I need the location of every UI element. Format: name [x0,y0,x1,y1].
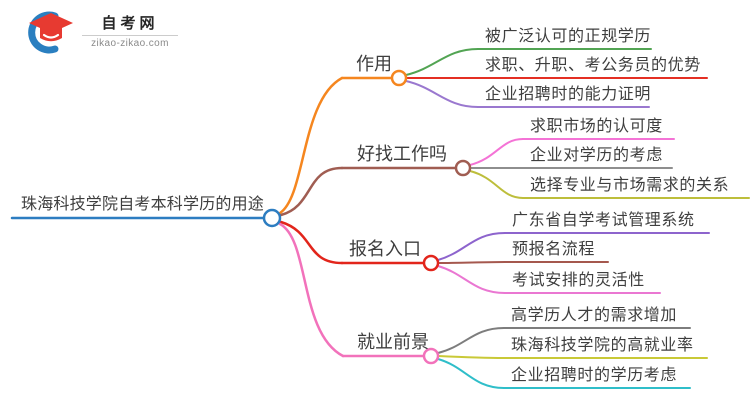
branch-curve-1 [279,166,344,217]
leaf-label-3-1: 珠海科技学院的高就业率 [511,337,694,354]
leaf-label-1-2: 选择专业与市场需求的关系 [530,177,730,194]
leaf-label-0-2: 企业招聘时的能力证明 [485,86,652,103]
leaf-label-2-2: 考试安排的灵活性 [512,272,645,289]
leaf-curve-0-0 [405,48,479,76]
logo-title: 自考网 [101,15,159,32]
graduation-cap-logo-icon [28,11,73,54]
branch-label-2: 报名入口 [349,239,421,259]
leaf-label-0-0: 被广泛认可的正规学历 [485,28,652,45]
logo-divider [82,35,178,36]
leaf-label-1-1: 企业对学历的考虑 [530,147,663,164]
branch-node-circle-0[interactable] [390,69,408,87]
branch-label-1: 好找工作吗 [357,144,447,164]
logo-text-block: 自考网 zikao-zikao.com [82,15,178,49]
branch-curve-0 [278,76,344,215]
leaf-label-3-2: 企业招聘时的学历考虑 [511,367,678,384]
leaf-curve-2-0 [437,232,506,261]
site-logo[interactable]: 自考网 zikao-zikao.com [24,8,178,56]
leaf-curve-1-2 [469,170,524,199]
mindmap-root-label: 珠海科技学院自考本科学历的用途 [21,196,265,213]
leaf-label-0-1: 求职、升职、考公务员的优势 [485,57,701,74]
leaf-curve-2-1 [437,261,506,264]
leaf-curve-1-0 [469,138,524,166]
branch-curve-3 [278,222,345,358]
branch-node-circle-1[interactable] [454,159,472,177]
branch-node-circle-3[interactable] [422,347,440,365]
branch-node-circle-2[interactable] [422,254,440,272]
leaf-curve-3-1 [437,355,505,359]
root-node-circle[interactable] [262,208,282,228]
branch-curve-2 [279,220,344,265]
leaf-label-1-0: 求职市场的认可度 [530,118,663,135]
branch-label-3: 就业前景 [357,332,429,352]
leaf-label-2-1: 预报名流程 [512,241,596,258]
branch-label-0: 作用 [356,54,392,74]
leaf-curve-3-2 [437,358,505,389]
leaf-curve-0-2 [405,80,479,108]
leaf-label-2-0: 广东省自学考试管理系统 [512,212,695,229]
leaf-curve-3-0 [437,327,505,354]
leaf-curve-2-2 [437,265,506,294]
leaf-label-3-0: 高学历人才的需求增加 [511,307,678,324]
logo-domain: zikao-zikao.com [91,38,169,49]
